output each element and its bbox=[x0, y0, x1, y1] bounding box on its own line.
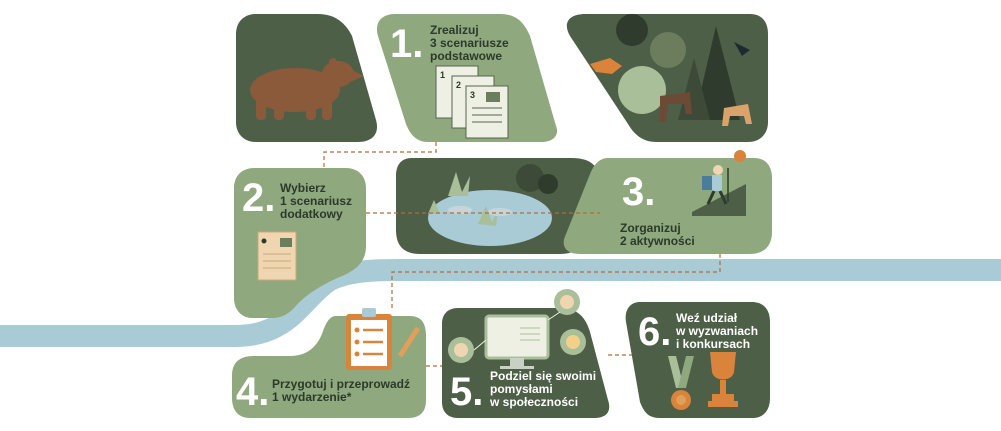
clipboard-icon bbox=[346, 308, 421, 370]
step-6-tile bbox=[625, 302, 770, 418]
hiker-icon bbox=[692, 150, 746, 216]
step-6-number: 6. bbox=[638, 310, 672, 354]
connector-path bbox=[323, 142, 721, 367]
sheet-label-2: 2 bbox=[456, 80, 461, 90]
forest-animals-icon bbox=[590, 14, 752, 126]
step-4-text: Przygotuj i przeprowadź 1 wydarzenie* bbox=[272, 377, 411, 404]
step-1-tile: 1 2 3 bbox=[376, 14, 558, 142]
scenario-sheets-icon: 1 2 3 bbox=[435, 65, 509, 139]
scenario-sheet-icon bbox=[257, 231, 297, 281]
trophy-icon bbox=[708, 352, 738, 407]
step-1-text: Zrealizuj 3 scenariusze podstawowe bbox=[430, 23, 509, 63]
step-2-number: 2. bbox=[242, 176, 276, 220]
step-4-number: 4. bbox=[236, 370, 270, 414]
step-3-number: 3. bbox=[622, 170, 656, 214]
step-3-text: Zorganizuj 2 aktywności bbox=[620, 221, 695, 248]
medal-icon bbox=[668, 356, 694, 410]
step-5-tile bbox=[442, 289, 610, 418]
sheet-label-1: 1 bbox=[440, 70, 445, 80]
sheet-label-3: 3 bbox=[470, 90, 475, 100]
bear-icon bbox=[250, 58, 364, 120]
pond-tile bbox=[396, 158, 599, 254]
step-1-number: 1. bbox=[390, 22, 424, 66]
forest-tile bbox=[566, 14, 768, 142]
step-3-tile bbox=[563, 150, 772, 254]
step-4-tile bbox=[232, 308, 426, 418]
computer-community-icon bbox=[448, 289, 586, 369]
step-2-text: Wybierz 1 scenariusz dodatkowy bbox=[280, 181, 353, 221]
step-6-text: Weź udział w wyzwaniach i konkursach bbox=[676, 311, 759, 351]
step-5-number: 5. bbox=[450, 370, 484, 414]
bear-tile bbox=[236, 14, 378, 142]
step-2-tile bbox=[234, 168, 366, 318]
pond-icon bbox=[428, 164, 558, 246]
step-5-text: Podziel się swoimi pomysłami w społeczno… bbox=[490, 369, 597, 409]
